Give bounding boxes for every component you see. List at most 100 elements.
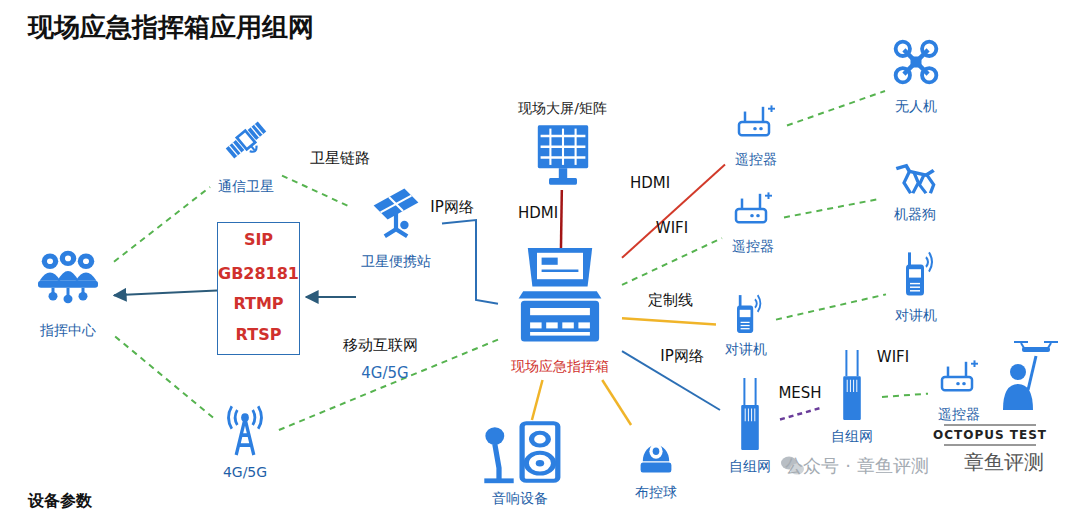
remote-antenna — [759, 194, 762, 209]
node-label: 对讲机 — [716, 339, 776, 359]
remote-antenna — [741, 199, 744, 209]
command-center-node: 指挥中心 — [22, 250, 114, 345]
mesh-body — [741, 405, 759, 450]
radio-body — [906, 264, 924, 295]
dog-leg — [927, 175, 934, 193]
signal-wave — [758, 295, 761, 312]
mic-base — [484, 478, 513, 483]
tower-icon — [223, 405, 267, 455]
person-body — [40, 272, 61, 280]
connector — [442, 220, 498, 304]
connector — [622, 238, 722, 285]
case-port — [562, 322, 574, 328]
pin-head — [64, 295, 73, 303]
drone-arm — [1048, 343, 1051, 348]
mesh-antenna — [743, 378, 745, 405]
screen-stand — [559, 168, 567, 178]
camera-node: 布控球 — [620, 425, 692, 503]
connector — [560, 190, 563, 248]
drone-rotor — [1044, 341, 1058, 343]
mesh-icon — [734, 378, 766, 450]
case-slot — [530, 332, 590, 336]
signal-wave — [926, 257, 928, 267]
screen-grid — [562, 129, 564, 165]
radio-grille — [741, 328, 750, 329]
tower-mast — [236, 419, 254, 455]
flow-arrow — [306, 296, 356, 298]
case-port — [546, 322, 558, 328]
mesh-grille — [748, 409, 749, 422]
network-label: 4G/5G — [361, 364, 408, 382]
remote-icon — [939, 358, 979, 396]
remote-node: 遥控器 — [928, 358, 990, 425]
mesh-node: 自组网 — [720, 378, 780, 478]
remote-body — [942, 377, 972, 390]
mesh-grille — [856, 380, 857, 392]
person-head — [1010, 364, 1026, 380]
person-head — [42, 254, 59, 269]
radio-screen — [740, 310, 751, 317]
node-label: 遥控器 — [725, 149, 787, 169]
drone-node: 无人机 — [885, 40, 947, 120]
screen-item — [542, 270, 579, 272]
mic-head — [485, 427, 504, 445]
connector — [532, 380, 543, 420]
node-label: 遥控器 — [928, 404, 990, 424]
audio-node: 音响设备 — [468, 420, 572, 510]
speaker-cone — [532, 433, 549, 446]
drone-rotor — [896, 68, 910, 82]
walkie-icon — [896, 250, 936, 298]
station-dish — [400, 221, 408, 229]
connector-label: HDMI — [518, 204, 558, 222]
satellite-node: 通信卫星 — [210, 118, 282, 200]
mesh-grille — [751, 409, 752, 422]
watermark-text: OCTOPUS TEST — [933, 428, 1047, 442]
person-body — [76, 272, 97, 280]
console-desk — [38, 281, 98, 288]
case-screen — [537, 253, 583, 279]
plus-sign — [768, 192, 770, 199]
case-port — [530, 322, 542, 328]
remote-node: 遥控器 — [725, 103, 787, 170]
screen-icon — [535, 122, 591, 188]
command-case-node: 现场应急指挥箱 — [498, 248, 622, 380]
remote-antenna — [965, 362, 968, 377]
connector — [882, 394, 928, 397]
tower-top — [241, 413, 249, 422]
dog-leg — [913, 172, 919, 193]
mesh-icon — [836, 350, 868, 420]
speaker-center — [536, 460, 544, 466]
connector-label: WIFI — [656, 219, 688, 237]
connector-label: 卫星链路 — [310, 149, 370, 168]
connector — [114, 336, 213, 418]
drone-rotor — [1014, 341, 1028, 343]
audio-icon — [478, 420, 562, 484]
protocol-name: GB28181 — [218, 263, 299, 285]
node-label: 4G/5G — [213, 462, 277, 482]
remote-icon — [733, 190, 773, 228]
mesh-grille — [847, 380, 848, 392]
drone-arm — [1021, 343, 1024, 348]
tower-node: 4G/5G — [213, 405, 277, 483]
radio-wave — [235, 410, 237, 425]
cmd-icon — [38, 250, 98, 306]
radio-screen — [909, 269, 921, 277]
dog-icon — [893, 160, 937, 198]
pin-head — [49, 292, 58, 300]
connector — [622, 318, 716, 324]
rule-line — [944, 445, 1036, 446]
panel-grid — [381, 196, 412, 213]
satellite-core — [237, 131, 255, 150]
connector — [114, 187, 210, 262]
drone-rotor — [922, 42, 936, 56]
remote-node: 遥控器 — [722, 190, 784, 257]
node-label: 无人机 — [885, 96, 947, 116]
node-label: 现场应急指挥箱 — [498, 356, 622, 376]
drone-icon — [894, 40, 938, 84]
node-label: 音响设备 — [468, 488, 572, 508]
remote-body — [739, 122, 769, 135]
connector — [602, 380, 631, 425]
node-label: 遥控器 — [722, 236, 784, 256]
connector-label: WIFI — [877, 348, 909, 366]
